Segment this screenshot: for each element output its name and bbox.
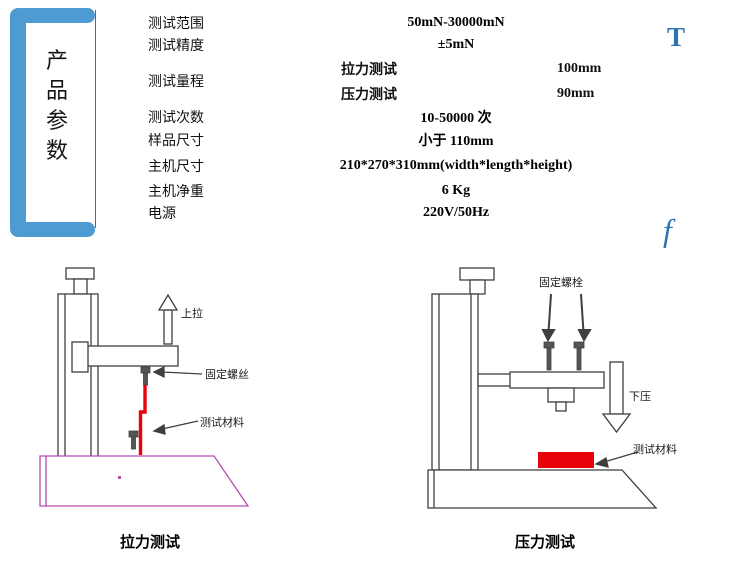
press-down-label: 下压 <box>629 391 651 403</box>
machine-top-knob <box>65 267 95 295</box>
spec-row-power: 电源 220V/50Hz <box>96 202 676 224</box>
spec-label: 主机尺寸 <box>148 160 204 175</box>
spec-value: 小于 110mm <box>418 134 494 149</box>
param-bracket-bottom-bar <box>14 222 95 237</box>
vertical-title-char: 参 <box>46 108 69 133</box>
spec-value: 10-50000 次 <box>420 111 492 126</box>
fixing-bolt-label: 固定螺栓 <box>539 277 583 289</box>
spec-value: 50mN-30000mN <box>407 15 505 30</box>
machine-top-knob <box>459 267 495 295</box>
spec-row-sample-size: 样品尺寸 小于 110mm <box>96 128 676 152</box>
param-bracket-top-bar <box>14 8 95 23</box>
vertical-title-char: 数 <box>46 138 69 163</box>
spec-label: 主机净重 <box>148 185 204 200</box>
spec-value: 6 Kg <box>441 183 471 198</box>
watermark-t-glyph: T <box>667 22 686 52</box>
test-material-label-left: 测试材料 <box>200 417 244 429</box>
compression-caption: 压力测试 <box>514 535 575 551</box>
test-material-pointer <box>152 420 199 435</box>
machine-column <box>431 293 479 471</box>
compression-machine-drawing <box>427 267 658 509</box>
vertical-title-product-params: 产 品 参 数 <box>46 50 68 162</box>
fixing-screw-label: 固定螺丝 <box>205 369 249 381</box>
spec-row-net-weight: 主机净重 6 Kg <box>96 180 676 202</box>
fixing-bolt-icons <box>543 341 585 371</box>
test-material-label-right: 测试材料 <box>633 444 677 456</box>
spec-label: 电源 <box>148 207 176 222</box>
table-left-rule <box>95 10 96 228</box>
fixing-screw-icon <box>140 366 151 386</box>
machine-base <box>39 455 250 507</box>
spec-sub-row-tension: 拉力测试 100mm <box>236 56 676 81</box>
spec-sub-name: 压力测试 <box>341 87 397 103</box>
spec-label: 样品尺寸 <box>148 134 204 149</box>
spec-row-test-stroke: 测试量程 拉力测试 100mm 压力测试 90mm <box>96 56 676 106</box>
spec-sub-name: 拉力测试 <box>341 62 397 78</box>
spec-row-machine-size: 主机尺寸 210*270*310mm(width*length*height) <box>96 152 676 180</box>
machine-base <box>427 469 658 509</box>
spec-row-test-count: 测试次数 10-50000 次 <box>96 106 676 128</box>
test-material-pointer <box>594 451 639 468</box>
spec-row-test-range: 测试范围 50mN-30000mN <box>96 12 676 34</box>
spec-label: 测试范围 <box>148 17 204 32</box>
spec-label: 测试精度 <box>148 39 204 54</box>
watermark-f-glyph: f <box>663 212 672 248</box>
spec-value: 220V/50Hz <box>422 205 490 220</box>
spec-sub-rows: 拉力测试 100mm 压力测试 90mm <box>236 56 676 106</box>
up-arrow-icon <box>157 293 179 345</box>
test-material-block <box>538 452 594 468</box>
tension-machine-drawing <box>39 267 250 507</box>
vertical-title-char: 产 <box>46 48 69 73</box>
spec-table: 测试范围 50mN-30000mN 测试精度 ±5mN 测试量程 拉力测试 10… <box>96 12 676 224</box>
spec-value: ±5mN <box>437 37 475 52</box>
spec-label: 测试次数 <box>148 111 204 126</box>
machine-cross-arm <box>477 371 605 389</box>
spec-sub-row-compression: 压力测试 90mm <box>236 81 676 106</box>
vertical-title-char: 品 <box>46 78 69 103</box>
machine-cross-arm <box>71 341 179 373</box>
spec-row-test-accuracy: 测试精度 ±5mN <box>96 34 676 56</box>
machine-column <box>57 293 99 461</box>
spec-label: 测试量程 <box>148 75 204 90</box>
spec-value: 210*270*310mm(width*length*height) <box>339 158 573 173</box>
press-head <box>547 387 575 412</box>
tension-caption: 拉力测试 <box>119 535 180 551</box>
fixing-screw-pointer <box>152 365 203 379</box>
fixing-bolt-pointers <box>541 293 592 343</box>
param-bracket-left-bar <box>10 8 26 237</box>
down-arrow-icon <box>601 361 632 434</box>
clamp-screw-icon <box>128 430 139 450</box>
spec-sub-value: 90mm <box>557 85 595 101</box>
spec-sub-value: 100mm <box>557 60 602 76</box>
test-material-wire <box>138 385 147 455</box>
pull-up-label: 上拉 <box>181 308 203 320</box>
